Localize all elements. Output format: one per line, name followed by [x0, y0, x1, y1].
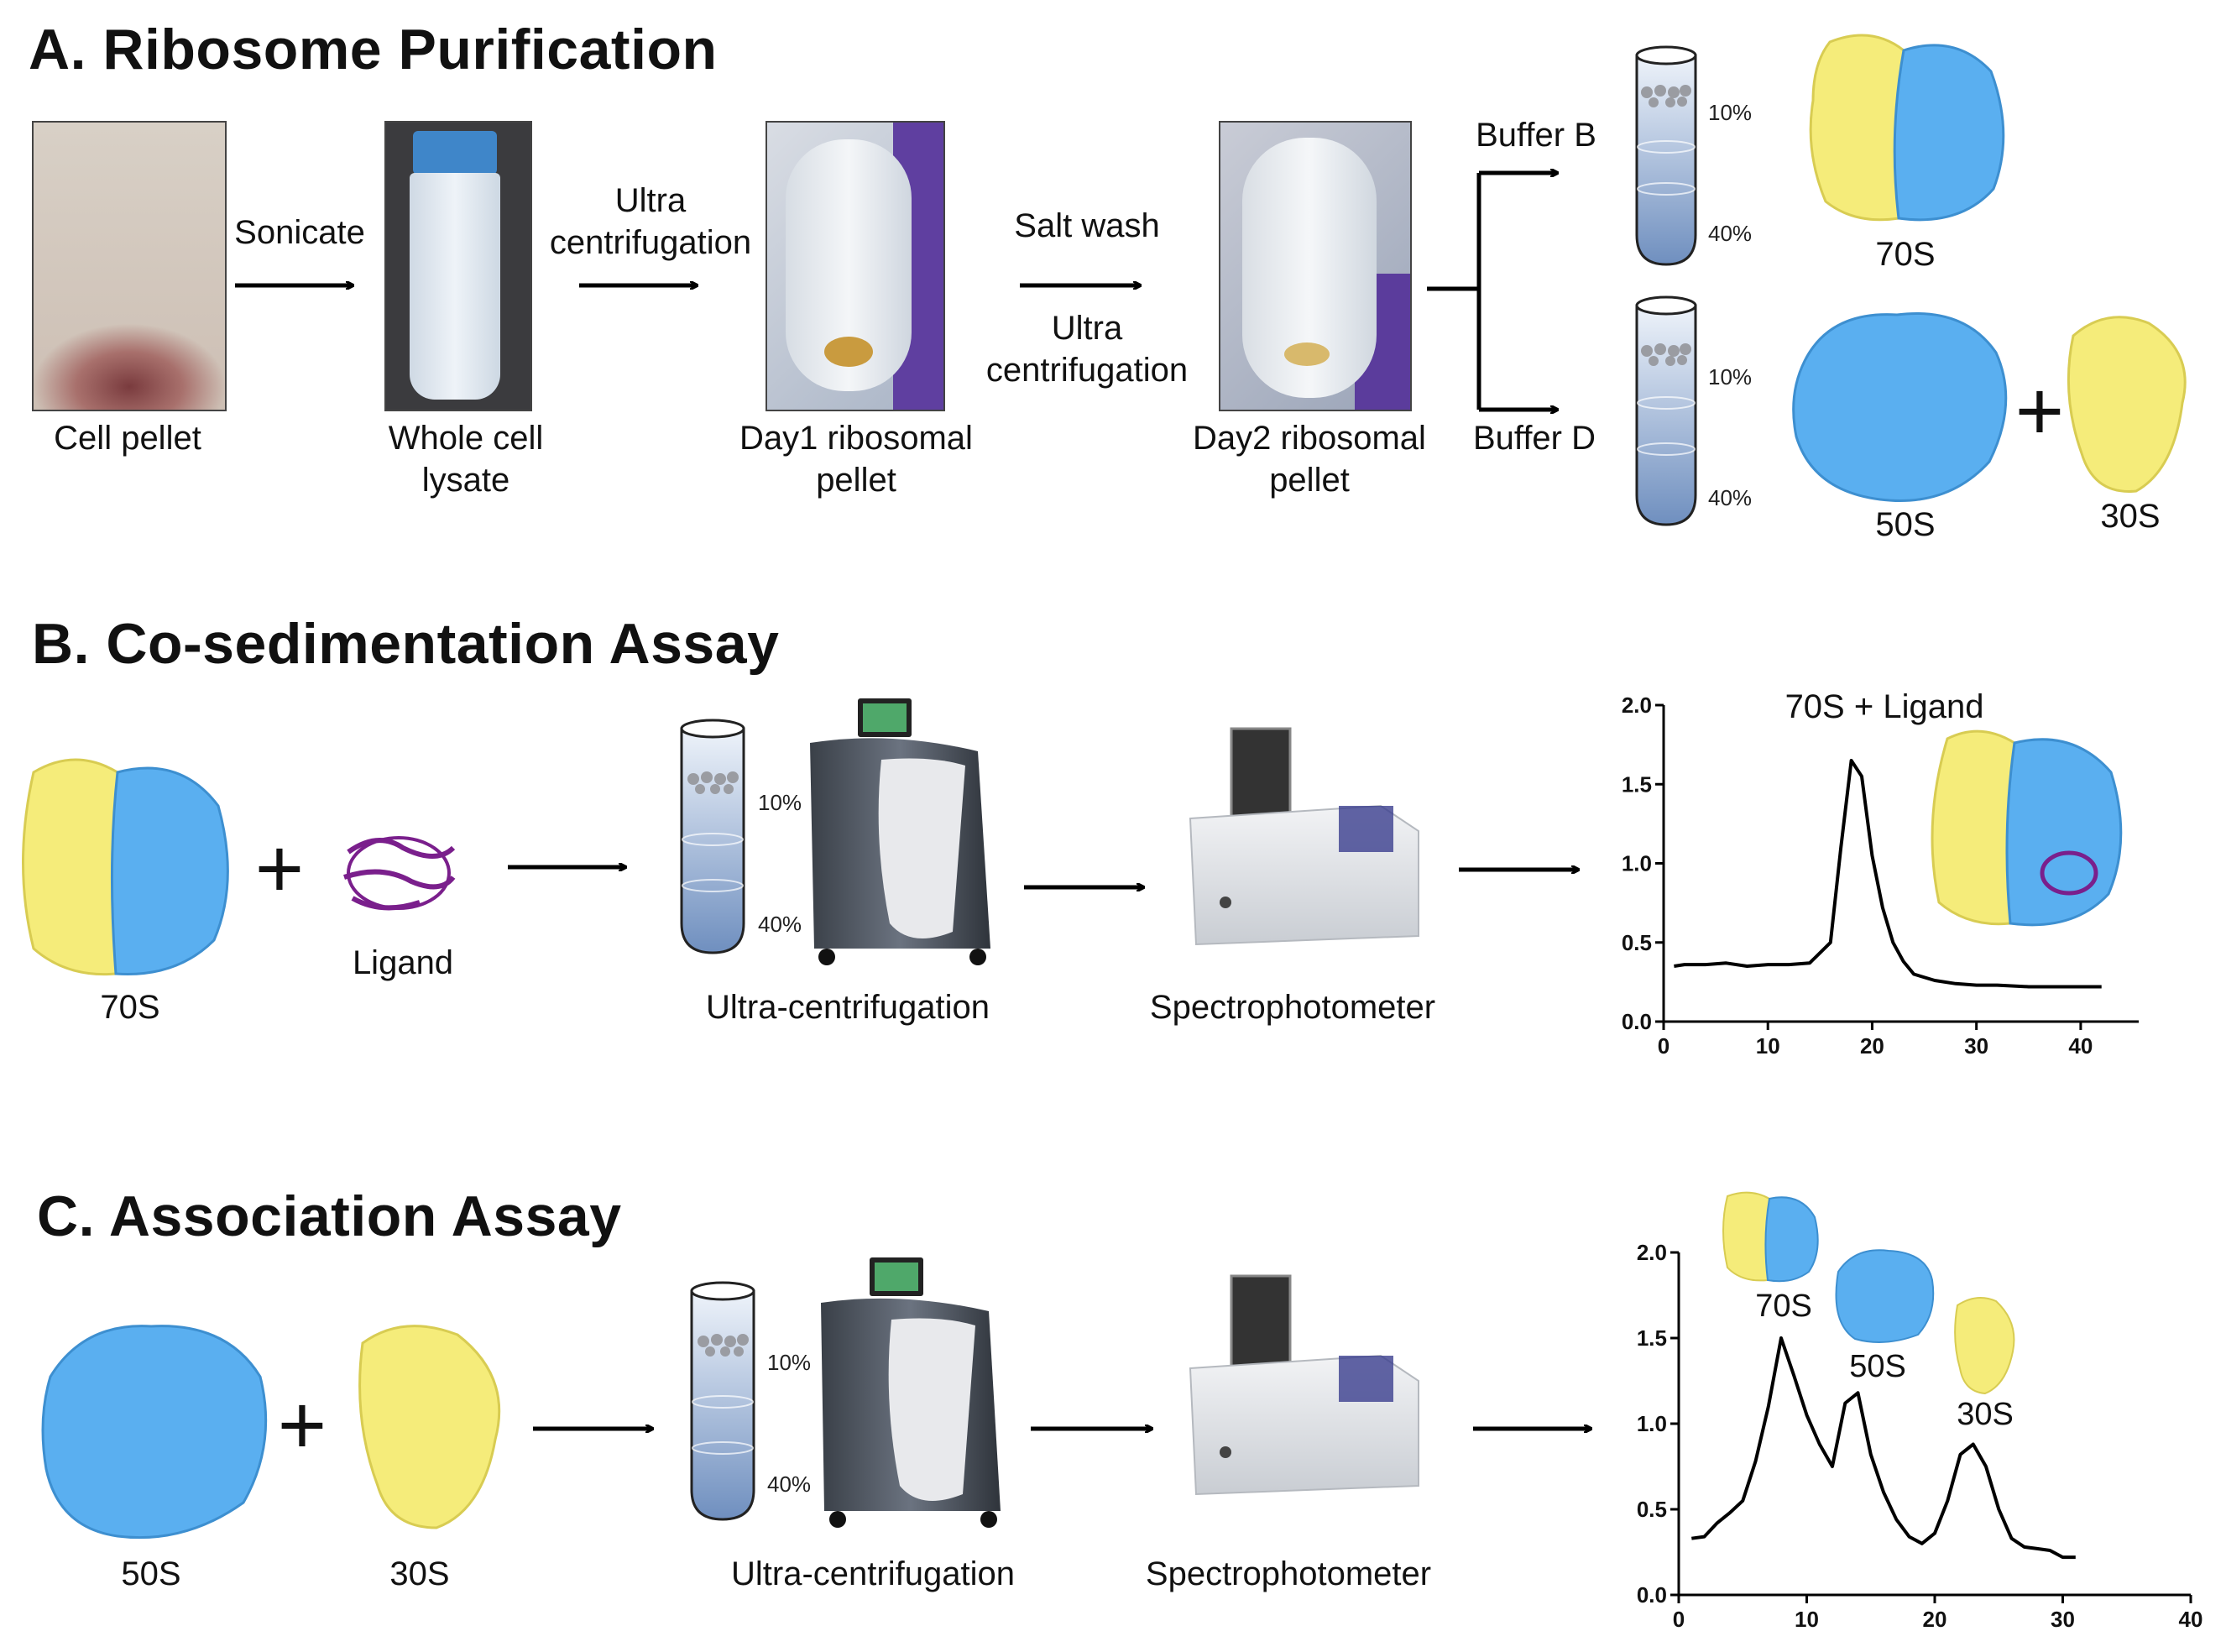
- step-ultracentrifugation-line2: centrifugation: [549, 224, 752, 261]
- ribosome-50s-icon: [1792, 311, 2008, 503]
- whole-cell-lysate-photo: [384, 121, 532, 411]
- chart2-inset-70s: [1722, 1191, 1819, 1283]
- ribosome-30s-label-c: 30S: [389, 1555, 450, 1592]
- gradient-tube-b: [680, 719, 745, 954]
- chart2-inset-50s: [1835, 1249, 1935, 1343]
- step-sonicate: Sonicate: [234, 214, 365, 251]
- chart2-x-tick-label-2: 20: [1923, 1607, 1947, 1632]
- ribosome-70s-label-b: 70S: [100, 989, 160, 1026]
- chart1-y-tick-label-3: 1.5: [1622, 771, 1652, 797]
- chart2-y-tick-label-1: 0.5: [1637, 1497, 1667, 1522]
- chart2-y-tick-label-2: 1.0: [1637, 1411, 1667, 1436]
- chart2-x-tick-label-4: 40: [2179, 1607, 2203, 1632]
- spectrophotometer-label-c: Spectrophotometer: [1145, 1555, 1432, 1592]
- chart2-inset-30s: [1954, 1297, 2015, 1395]
- pct-top-a1: 10%: [1708, 100, 1752, 125]
- section-c-heading: C. Association Assay: [37, 1184, 622, 1248]
- day2-pellet-photo: [1219, 121, 1412, 411]
- ribosome-30s-c-icon: [358, 1325, 501, 1529]
- chart1-x-tick-label-4: 40: [2068, 1033, 2093, 1059]
- ultracentrifuge-b: [810, 698, 990, 965]
- ultracentrifuge-c: [821, 1257, 1001, 1528]
- chart2-y-tick-label-3: 1.5: [1637, 1325, 1667, 1351]
- buffer-d-label: Buffer D: [1473, 420, 1596, 457]
- day2-pellet-label-line2: pellet: [1269, 462, 1350, 499]
- step-ultracentrifugation2-line2: centrifugation: [985, 352, 1189, 389]
- chart2-x-tick-label-3: 30: [2051, 1607, 2075, 1632]
- cell-pellet-photo: [32, 121, 227, 411]
- ultracentrifugation-label-c: Ultra-centrifugation: [731, 1555, 1015, 1592]
- step-ultracentrifugation2-line1: Ultra: [1051, 310, 1123, 347]
- section-a-heading: A. Ribosome Purification: [29, 18, 718, 81]
- chart2-x-tick-label-1: 10: [1795, 1607, 1819, 1632]
- plus-sign-a: +: [2014, 364, 2065, 458]
- chart2-x-tick-label-0: 0: [1673, 1607, 1685, 1632]
- spectrophotometer-b: [1189, 727, 1419, 946]
- arrows-a: [235, 173, 1557, 410]
- ribosome-70s-b-icon: [22, 758, 229, 976]
- ribosome-70s-label: 70S: [1875, 236, 1936, 273]
- chart1-y-tick-label-0: 0.0: [1622, 1009, 1652, 1034]
- pct-bottom-b: 40%: [758, 912, 802, 937]
- chart1-y-tick-label-4: 2.0: [1622, 693, 1652, 718]
- gradient-tube-c: [690, 1281, 755, 1521]
- whole-cell-lysate-label-line2: lysate: [421, 462, 510, 499]
- pct-top-b: 10%: [758, 790, 802, 815]
- step-salt-wash: Salt wash: [1014, 207, 1160, 244]
- ribosome-30s-icon: [2067, 316, 2187, 493]
- step-ultracentrifugation-line1: Ultra: [614, 182, 687, 219]
- chart1-x-tick-label-1: 10: [1756, 1033, 1780, 1059]
- day1-pellet-photo: [766, 121, 945, 411]
- spectrophotometer-label-b: Spectrophotometer: [1149, 989, 1436, 1026]
- plus-sign-b: +: [254, 822, 305, 916]
- pct-top-c: 10%: [767, 1350, 811, 1375]
- ribosome-50s-label: 50S: [1875, 506, 1936, 543]
- chart2-series-line: [1691, 1336, 2076, 1560]
- chart2-annotation-1: 50S: [1849, 1349, 1906, 1384]
- cell-pellet-label: Cell pellet: [54, 420, 201, 457]
- chart1-y-tick-label-1: 0.5: [1622, 930, 1652, 955]
- plus-sign-c: +: [277, 1378, 327, 1472]
- chart2-y-tick-label-0: 0.0: [1637, 1582, 1667, 1608]
- chart1-inset-ribosome: [1931, 729, 2123, 927]
- ribosome-50s-c-icon: [41, 1325, 268, 1540]
- chart-association: 0 10 20 30 40 0.0 0.5 1.0 1.5 2.0 70S 50S 30S: [1637, 1191, 2203, 1632]
- ribosome-30s-label: 30S: [2100, 498, 2161, 535]
- pct-bottom-c: 40%: [767, 1472, 811, 1497]
- chart1-series-line: [1674, 759, 2102, 989]
- day1-pellet-label-line2: pellet: [816, 462, 896, 499]
- chart1-y-tick-label-2: 1.0: [1622, 851, 1652, 876]
- chart2-annotation-2: 30S: [1957, 1397, 2014, 1432]
- chart1-x-tick-label-2: 20: [1860, 1033, 1884, 1059]
- ribosome-70s-icon: [1809, 34, 2005, 222]
- section-b-heading: B. Co-sedimentation Assay: [32, 612, 780, 676]
- chart2-annotation-0: 70S: [1755, 1289, 1812, 1324]
- ligand-label: Ligand: [352, 944, 454, 981]
- spectrophotometer-c: [1189, 1274, 1419, 1496]
- chart-70s-ligand: 0 10 20 30 40 0.0 0.5 1.0 1.5 2.0 70S + Ligand: [1622, 688, 2139, 1059]
- chart1-x-tick-label-3: 30: [1964, 1033, 1988, 1059]
- chart2-y-tick-label-4: 2.0: [1637, 1240, 1667, 1265]
- buffer-b-label: Buffer B: [1476, 117, 1596, 154]
- pct-bottom-a1: 40%: [1708, 221, 1752, 246]
- chart1-title: 70S + Ligand: [1785, 688, 1984, 725]
- ribosome-50s-label-c: 50S: [121, 1555, 181, 1592]
- day1-pellet-label-line1: Day1 ribosomal: [739, 420, 973, 457]
- whole-cell-lysate-label-line1: Whole cell: [388, 420, 544, 457]
- day2-pellet-label-line1: Day2 ribosomal: [1193, 420, 1426, 457]
- gradient-tube-buffer-b: [1635, 45, 1697, 266]
- ligand-icon: [343, 836, 456, 911]
- gradient-tube-buffer-d: [1635, 295, 1697, 526]
- arrows-b: [508, 867, 1578, 887]
- ultracentrifugation-label-b: Ultra-centrifugation: [706, 989, 990, 1026]
- pct-top-a2: 10%: [1708, 364, 1752, 389]
- chart1-x-tick-label-0: 0: [1658, 1033, 1670, 1059]
- pct-bottom-a2: 40%: [1708, 485, 1752, 510]
